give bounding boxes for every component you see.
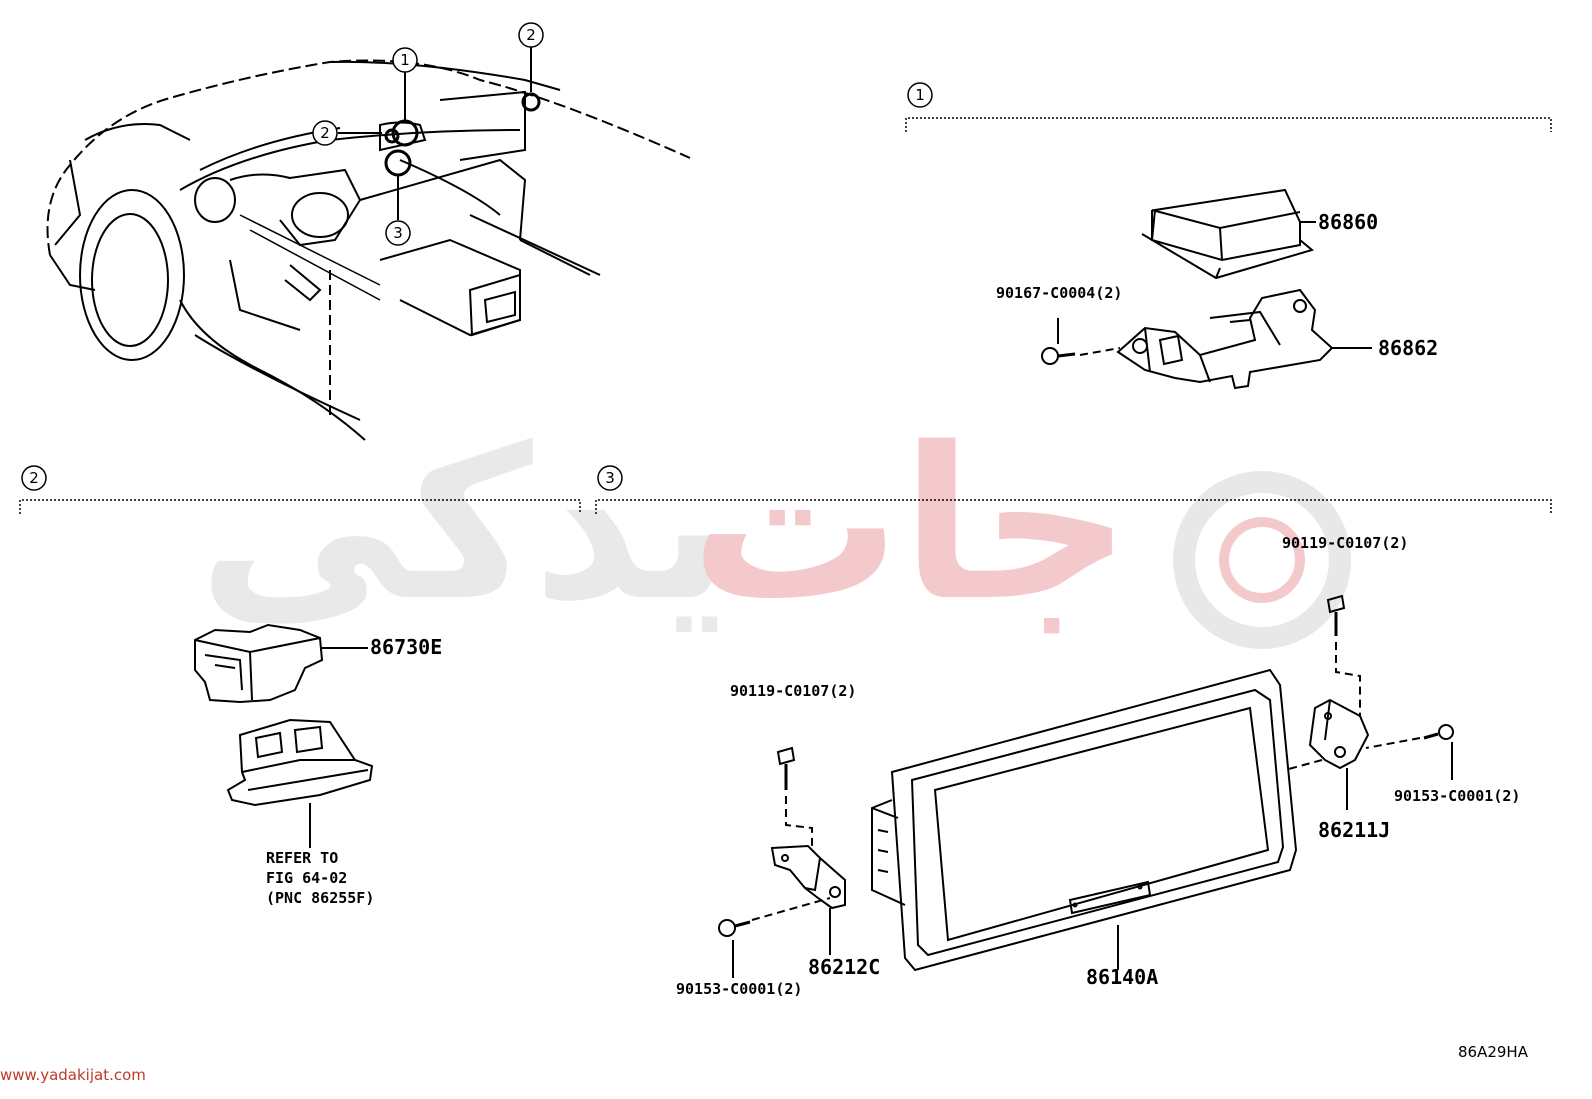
screw-90167 xyxy=(1041,318,1121,365)
callout-text-2-top: 2 xyxy=(526,26,536,44)
watermark-logo xyxy=(1173,471,1351,649)
screw-90119-right xyxy=(1326,594,1361,716)
section-2-bracket xyxy=(19,499,581,514)
callout-circle-2-mid xyxy=(312,120,338,146)
overview-leaders xyxy=(338,47,532,220)
part-86730E xyxy=(194,623,368,704)
screw-90119-left xyxy=(776,746,813,846)
section-3-number: 3 xyxy=(605,469,615,487)
callout-circle-2-top xyxy=(518,22,544,48)
part-label-90153-C0001-left[interactable]: 90153-C0001(2) xyxy=(676,980,803,998)
callout-marker-2a xyxy=(384,128,400,144)
section-1-number: 1 xyxy=(915,86,925,104)
screw-90153-right xyxy=(1284,724,1454,780)
part-label-86860[interactable]: 86860 xyxy=(1318,210,1379,234)
callout-marker-1 xyxy=(391,119,419,147)
callout-text-2-mid: 2 xyxy=(320,124,330,142)
part-label-90119-C0107-right[interactable]: 90119-C0107(2) xyxy=(1282,534,1409,552)
part-label-86211J[interactable]: 86211J xyxy=(1318,818,1391,842)
bracket-86212C xyxy=(770,844,846,955)
callout-marker-3 xyxy=(384,149,412,177)
bracket-86862 xyxy=(1116,288,1372,390)
part-label-86730E[interactable]: 86730E xyxy=(370,635,443,659)
bracket-86211J xyxy=(1308,698,1370,810)
section-2-circle xyxy=(21,465,47,491)
callout-circle-1 xyxy=(392,47,418,73)
section-3-circle xyxy=(597,465,623,491)
screw-90153-left xyxy=(718,897,831,978)
part-label-90119-C0107-left[interactable]: 90119-C0107(2) xyxy=(730,682,857,700)
part-label-90153-C0001-right[interactable]: 90153-C0001(2) xyxy=(1394,787,1521,805)
figure-code: 86A29HA xyxy=(1458,1043,1528,1061)
website-link[interactable]: www.yadakijat.com xyxy=(0,1066,146,1084)
callout-marker-2b xyxy=(521,92,541,112)
module-86860 xyxy=(1141,188,1316,280)
part-label-86862[interactable]: 86862 xyxy=(1378,336,1439,360)
part-label-90167-C0004[interactable]: 90167-C0004(2) xyxy=(996,284,1123,302)
callout-text-1: 1 xyxy=(400,51,410,69)
callout-text-3: 3 xyxy=(393,224,403,242)
car-interior-overview xyxy=(46,59,691,441)
refer-note: REFER TO FIG 64-02 (PNC 86255F) xyxy=(266,849,375,907)
section-1-circle xyxy=(907,82,933,108)
part-label-86212C[interactable]: 86212C xyxy=(808,955,881,979)
section-3-bracket xyxy=(595,499,1552,514)
display-86140A xyxy=(871,668,1298,972)
section-1-bracket xyxy=(905,117,1552,132)
part-bezel-refer xyxy=(226,718,374,848)
part-label-86140A[interactable]: 86140A xyxy=(1086,965,1159,989)
watermark-text: یدکی xyxy=(198,402,737,647)
watermark-text-red: جات xyxy=(690,402,1135,647)
section-2-number: 2 xyxy=(29,469,39,487)
callout-circle-3 xyxy=(385,220,411,246)
